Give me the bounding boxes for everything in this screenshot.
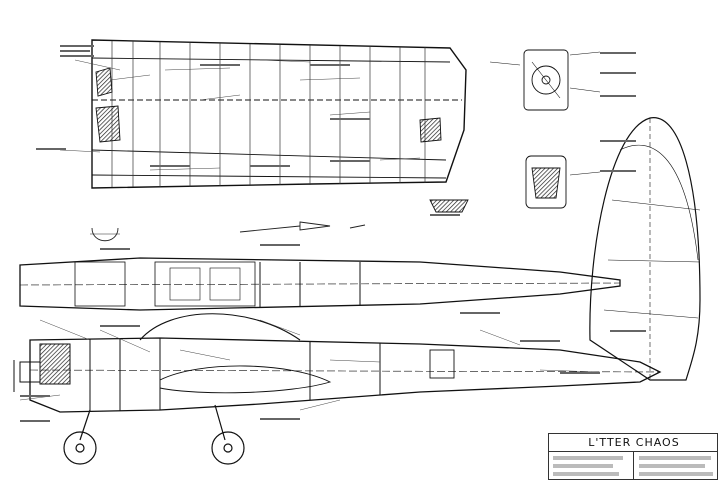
wing-plan-view	[91, 39, 469, 213]
fuselage-top-view	[19, 257, 621, 311]
wing-leaders	[59, 59, 421, 171]
fuselage-side-view	[13, 313, 662, 413]
plan-title: L'TTER CHAOS	[588, 436, 680, 449]
fin-rudder	[589, 117, 701, 381]
wing-details	[90, 221, 366, 242]
annotation-lines	[20, 45, 646, 422]
bellcrank-detail	[489, 49, 601, 209]
landing-gear	[63, 404, 245, 465]
title-block: L'TTER CHAOS	[548, 433, 718, 480]
fuselage-leaders	[19, 319, 601, 411]
